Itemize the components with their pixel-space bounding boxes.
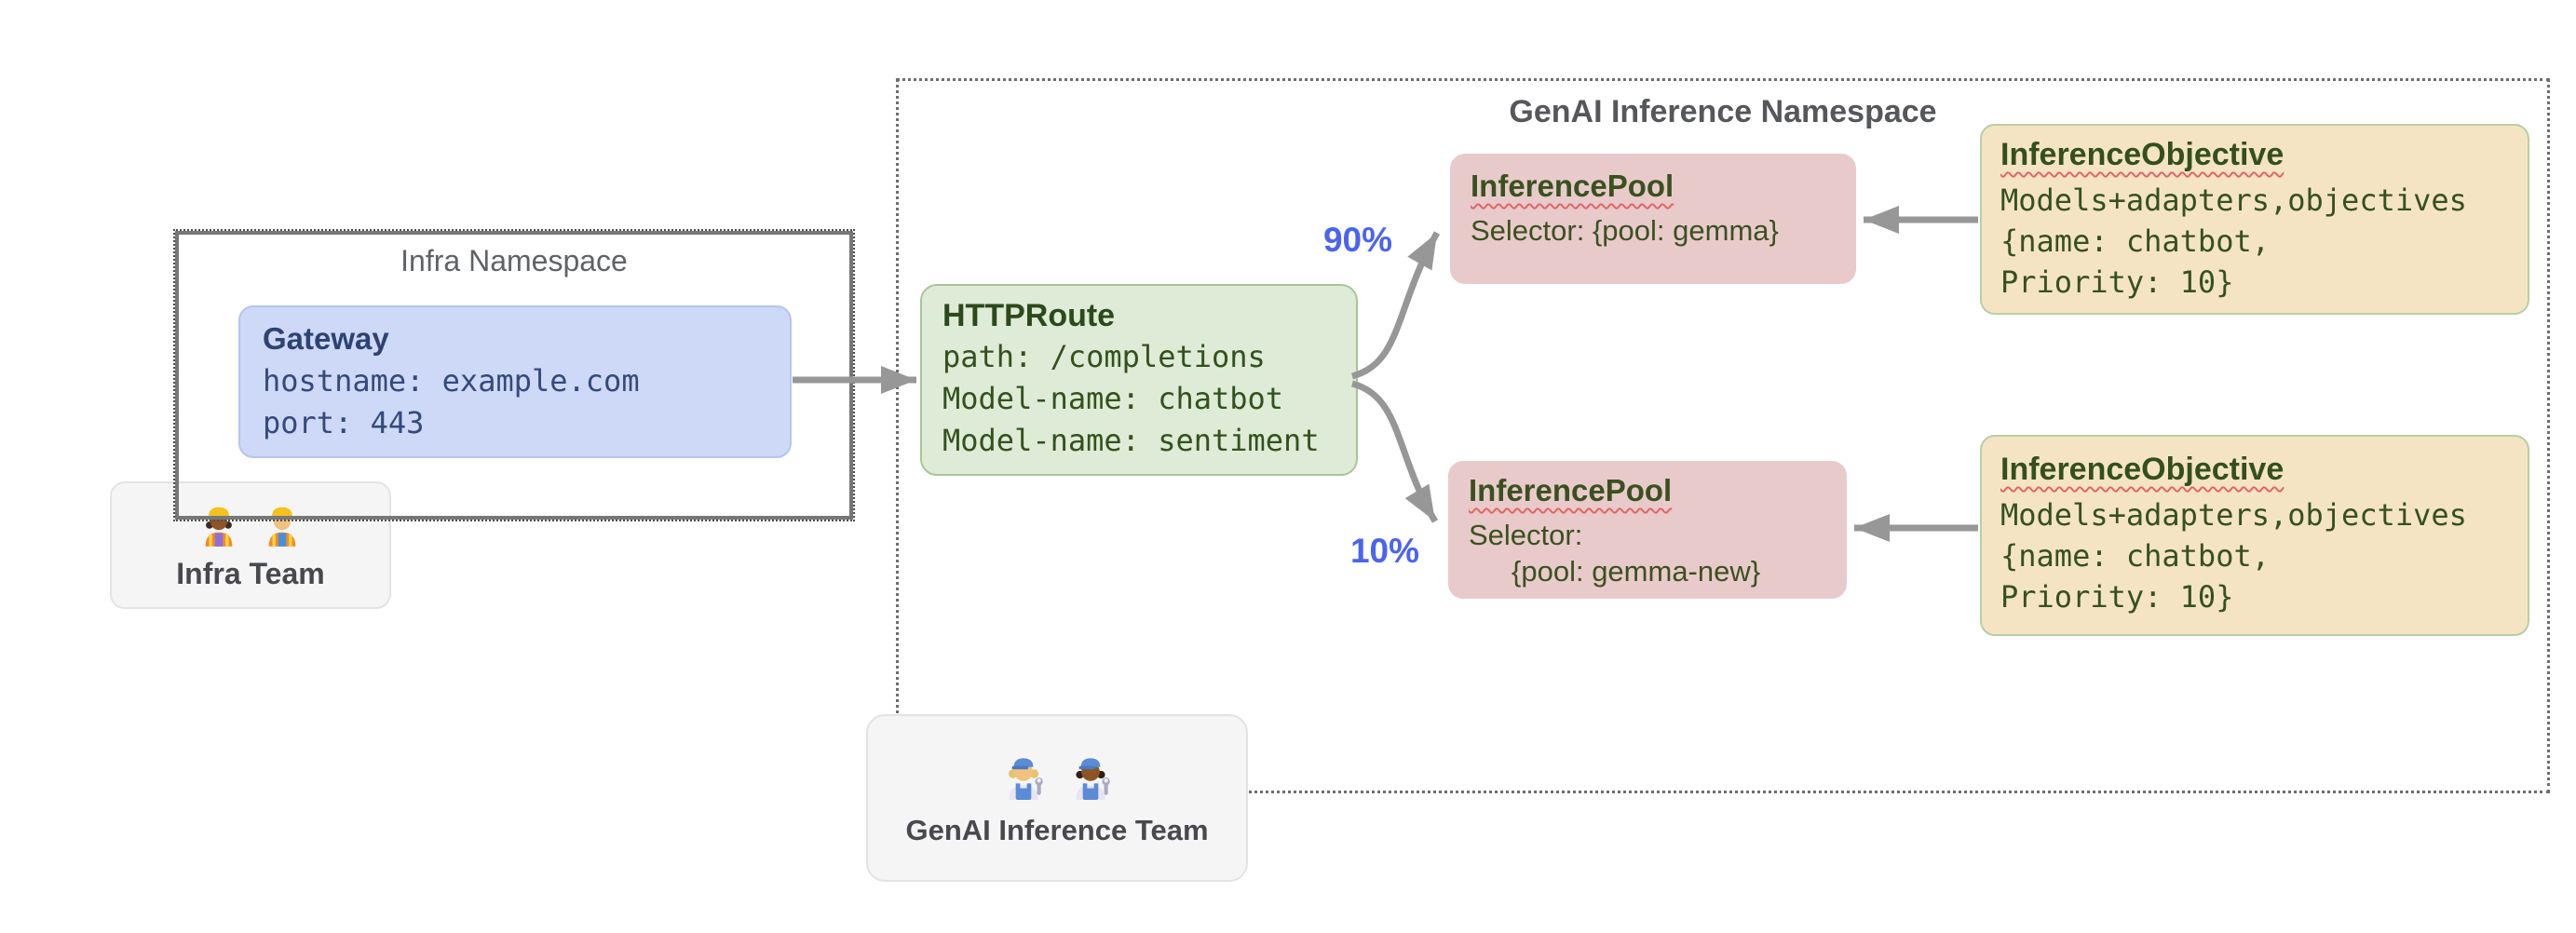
- genai-namespace-title: GenAI Inference Namespace: [1509, 94, 1937, 129]
- objective-top-models: Models+adapters,objectives: [2000, 183, 2467, 218]
- httproute-box: HTTPRoute path: /completions Model-name:…: [920, 284, 1358, 476]
- gateway-port: port: 443: [263, 405, 425, 440]
- inference-pool-bottom-selector-value: {pool: gemma-new}: [1512, 555, 1761, 588]
- objective-bottom-priority: Priority: 10}: [2000, 579, 2234, 615]
- httproute-model-chatbot: Model-name: chatbot: [942, 381, 1284, 416]
- traffic-split-90-label: 90%: [1322, 221, 1393, 259]
- gateway-title: Gateway: [263, 321, 389, 356]
- gateway-hostname: hostname: example.com: [263, 363, 640, 399]
- httproute-path: path: /completions: [942, 339, 1266, 374]
- mechanic-dark-icon: [1067, 750, 1114, 805]
- objective-top-priority: Priority: 10}: [2000, 264, 2234, 300]
- genai-team-icons: [1000, 750, 1114, 805]
- inference-pool-gemma-box: InferencePool Selector: {pool: gemma}: [1450, 154, 1856, 284]
- genai-team-label: GenAI Inference Team: [905, 813, 1209, 846]
- inference-pool-gemma-new-box: InferencePool Selector: {pool: gemma-new…: [1448, 461, 1847, 599]
- inference-pool-top-title: InferencePool: [1471, 169, 1674, 203]
- inference-objective-top-box: InferenceObjective Models+adapters,objec…: [1980, 124, 2529, 315]
- construction-worker-light-icon: [261, 500, 304, 551]
- genai-inference-team-box: GenAI Inference Team: [866, 714, 1248, 882]
- objective-bottom-name: {name: chatbot,: [2000, 538, 2270, 574]
- inference-pool-top-selector: Selector: {pool: gemma}: [1471, 214, 1779, 247]
- inference-pool-bottom-title: InferencePool: [1469, 473, 1673, 507]
- inference-objective-bottom-box: InferenceObjective Models+adapters,objec…: [1980, 435, 2529, 636]
- httproute-title: HTTPRoute: [942, 298, 1116, 333]
- infra-team-box: Infra Team: [110, 481, 391, 609]
- inference-objective-bottom-title: InferenceObjective: [2000, 452, 2285, 487]
- gateway-box: Gateway hostname: example.com port: 443: [238, 305, 792, 458]
- infra-team-label: Infra Team: [176, 556, 325, 590]
- traffic-split-10-label: 10%: [1349, 532, 1420, 570]
- mechanic-light-icon: [1000, 750, 1047, 805]
- construction-worker-dark-icon: [197, 500, 240, 551]
- objective-top-name: {name: chatbot,: [2000, 223, 2270, 259]
- infra-team-icons: [197, 500, 304, 551]
- objective-bottom-models: Models+adapters,objectives: [2000, 497, 2467, 533]
- inference-objective-top-title: InferenceObjective: [2000, 137, 2285, 172]
- inference-pool-bottom-selector: Selector:: [1469, 519, 1583, 551]
- genai-inference-namespace-region: GenAI Inference Namespace: [896, 78, 2550, 793]
- httproute-model-sentiment: Model-name: sentiment: [942, 423, 1320, 458]
- infra-namespace-title: Infra Namespace: [400, 244, 628, 277]
